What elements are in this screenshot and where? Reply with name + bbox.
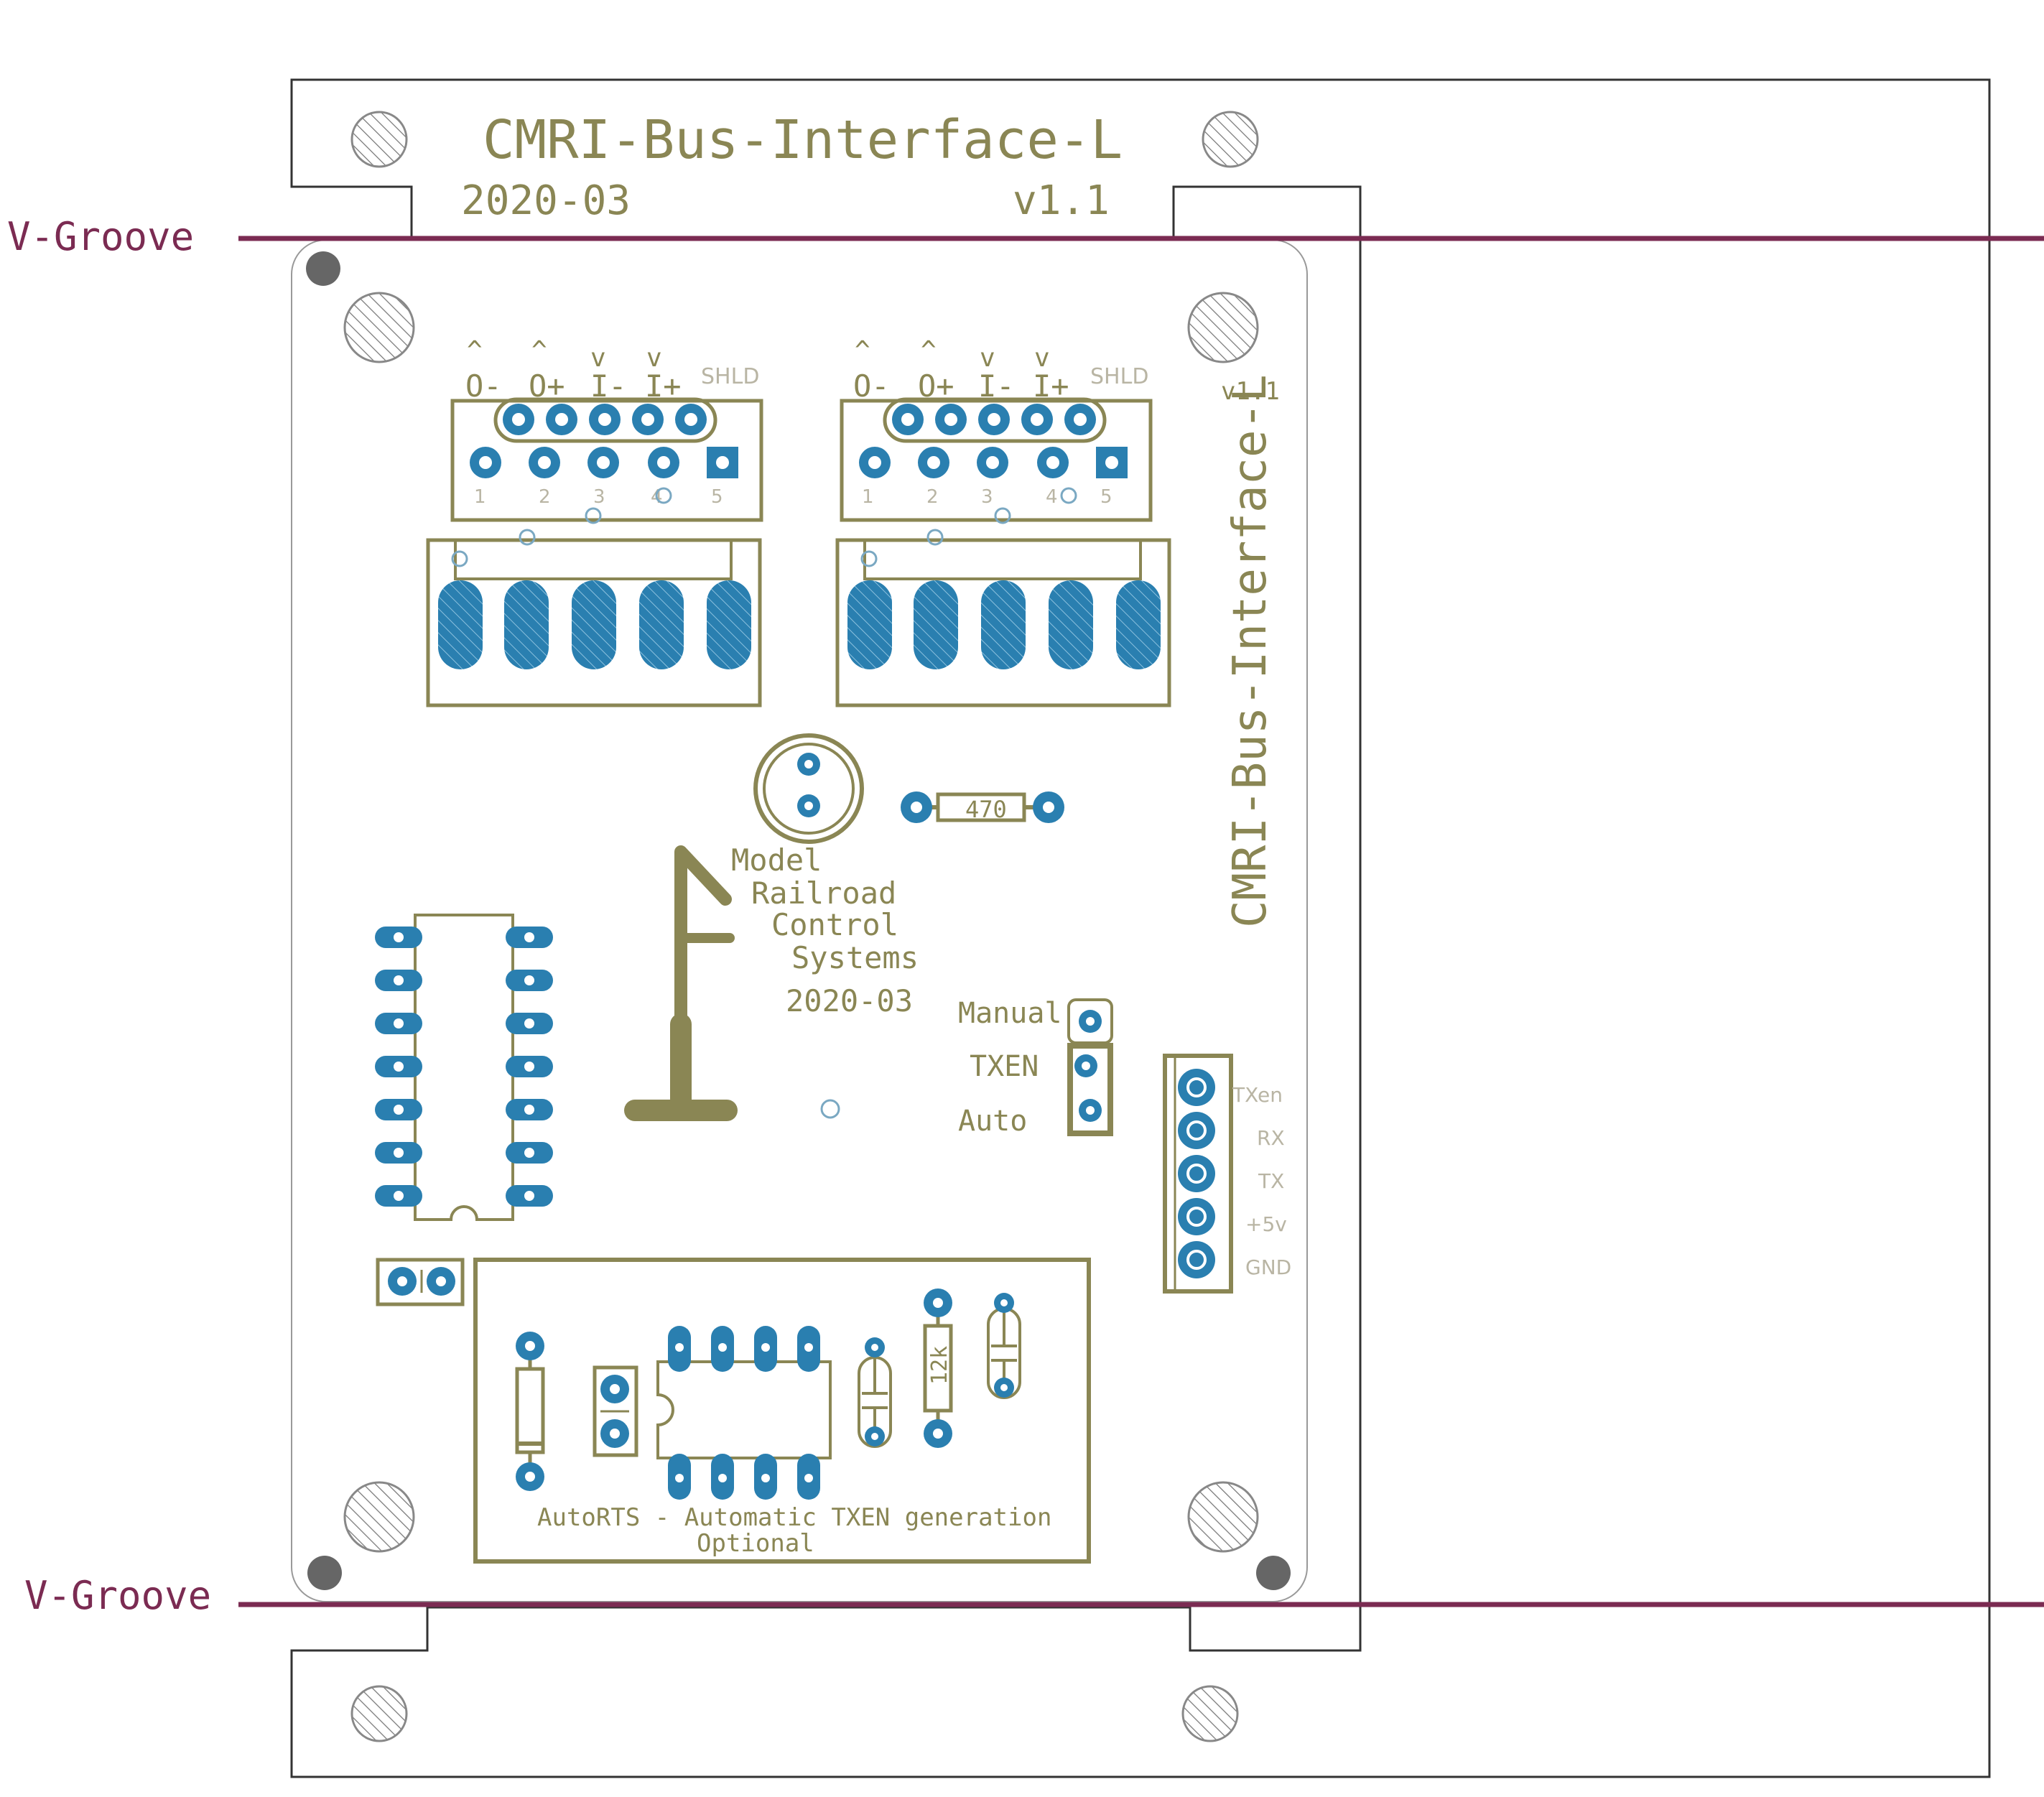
- connector-left-arrow: ^: [531, 336, 547, 366]
- mounting-hole: [1187, 1481, 1259, 1553]
- mounting-hole: [343, 1481, 415, 1553]
- mounting-holes: [343, 111, 1259, 1742]
- mounting-hole: [343, 292, 415, 363]
- connector-right-arrow: ^: [921, 336, 937, 366]
- terminal-pad: [847, 580, 892, 669]
- connector-left-arrow: v: [646, 343, 662, 373]
- connector-right-arrow: v: [1034, 343, 1050, 373]
- terminal-pad: [639, 580, 684, 669]
- resistor-470: 470: [901, 791, 1064, 823]
- mounting-hole: [350, 1685, 408, 1742]
- autorts-title: AutoRTS - Automatic TXEN generation: [537, 1503, 1051, 1532]
- ic-dip14: [375, 914, 553, 1221]
- capacitor-2pin: [376, 1258, 465, 1306]
- autorts-optional: Optional: [697, 1529, 814, 1558]
- terminal-pad: [707, 580, 751, 669]
- serial-pin-label: GND: [1245, 1255, 1291, 1279]
- vgroove-top: V-Groove: [7, 214, 2044, 259]
- pin-number: 1: [474, 486, 486, 508]
- mounting-hole: [1181, 1685, 1239, 1742]
- semaphore-logo: [624, 845, 738, 1121]
- pin-number: 2: [539, 486, 551, 508]
- mounting-hole: [350, 111, 408, 168]
- led: [753, 733, 864, 844]
- fiducial: [306, 251, 340, 286]
- pin-number: 5: [1100, 486, 1112, 508]
- pin-number: 2: [926, 486, 939, 508]
- header-version: v1.1: [1013, 177, 1110, 224]
- connector-left: ^ ^ v v O- O+ I- I+ SHLD 1 2: [426, 336, 763, 707]
- logo-line: Control: [771, 907, 898, 942]
- logo-date: 2020-03: [786, 983, 913, 1018]
- fiducial: [1256, 1556, 1291, 1590]
- header-date: 2020-03: [461, 177, 631, 224]
- panel-outline: [290, 78, 1991, 1778]
- vgroove-bottom-label: V-Groove: [24, 1573, 211, 1618]
- connector-right-arrow: ^: [855, 336, 870, 366]
- terminal-pad: [914, 580, 958, 669]
- terminal-pad: [572, 580, 616, 669]
- serial-header: TXen RX TX +5v GND: [1163, 1054, 1291, 1294]
- mounting-hole: [1187, 292, 1259, 363]
- side-title: CMRI-Bus-Interface-L: [1224, 374, 1277, 928]
- connector-left-arrow: v: [590, 343, 606, 373]
- resistor-12k-label: 12k: [927, 1346, 952, 1385]
- logo-line: Model: [731, 842, 822, 878]
- terminal-pad: [981, 580, 1026, 669]
- vgroove-top-label: V-Groove: [7, 214, 194, 259]
- autorts-block: 12k AutoRTS - Automatic TXEN generation …: [473, 1258, 1091, 1564]
- connector-right: ^ ^ v v O- O+ I- I+ SHLD 1 2: [835, 336, 1171, 707]
- side-version: v1.1: [1221, 377, 1280, 406]
- logo-line: Systems: [791, 940, 919, 975]
- pin-number: 4: [1046, 486, 1058, 508]
- header-title: CMRI-Bus-Interface-L: [483, 109, 1123, 171]
- pin-number: 5: [711, 486, 723, 508]
- terminal-pad: [504, 580, 549, 669]
- serial-pin-label: TXen: [1232, 1083, 1283, 1107]
- pin-number: 3: [981, 486, 993, 508]
- serial-pin-label: +5v: [1245, 1212, 1287, 1236]
- pin-number: 1: [862, 486, 874, 508]
- jumper-manual-label: Manual: [958, 997, 1062, 1030]
- connector-left-label: O-: [465, 368, 502, 404]
- serial-pin-label: TX: [1258, 1169, 1284, 1193]
- vgroove-bottom: V-Groove: [24, 1573, 2044, 1618]
- logo-line: Railroad: [751, 876, 896, 911]
- connector-left-arrow: ^: [467, 336, 483, 366]
- connector-right-shld: SHLD: [1090, 364, 1148, 389]
- connector-right-arrow: v: [980, 343, 995, 373]
- terminal-pad: [1049, 580, 1093, 669]
- connector-left-shld: SHLD: [701, 364, 759, 389]
- terminal-pad: [1116, 580, 1161, 669]
- terminal-pad: [438, 580, 483, 669]
- fiducial: [307, 1556, 342, 1590]
- resistor-470-label: 470: [965, 796, 1007, 823]
- jumper-txen: Manual TXEN Auto: [958, 997, 1113, 1138]
- jumper-txen-label: TXEN: [970, 1050, 1039, 1083]
- pin-number: 3: [593, 486, 605, 508]
- serial-pin-label: RX: [1257, 1126, 1285, 1150]
- jumper-auto-label: Auto: [958, 1105, 1027, 1138]
- mounting-hole: [1202, 111, 1259, 168]
- fiducials: [306, 251, 1291, 1590]
- via: [820, 1099, 840, 1119]
- connector-right-label: O-: [853, 368, 890, 404]
